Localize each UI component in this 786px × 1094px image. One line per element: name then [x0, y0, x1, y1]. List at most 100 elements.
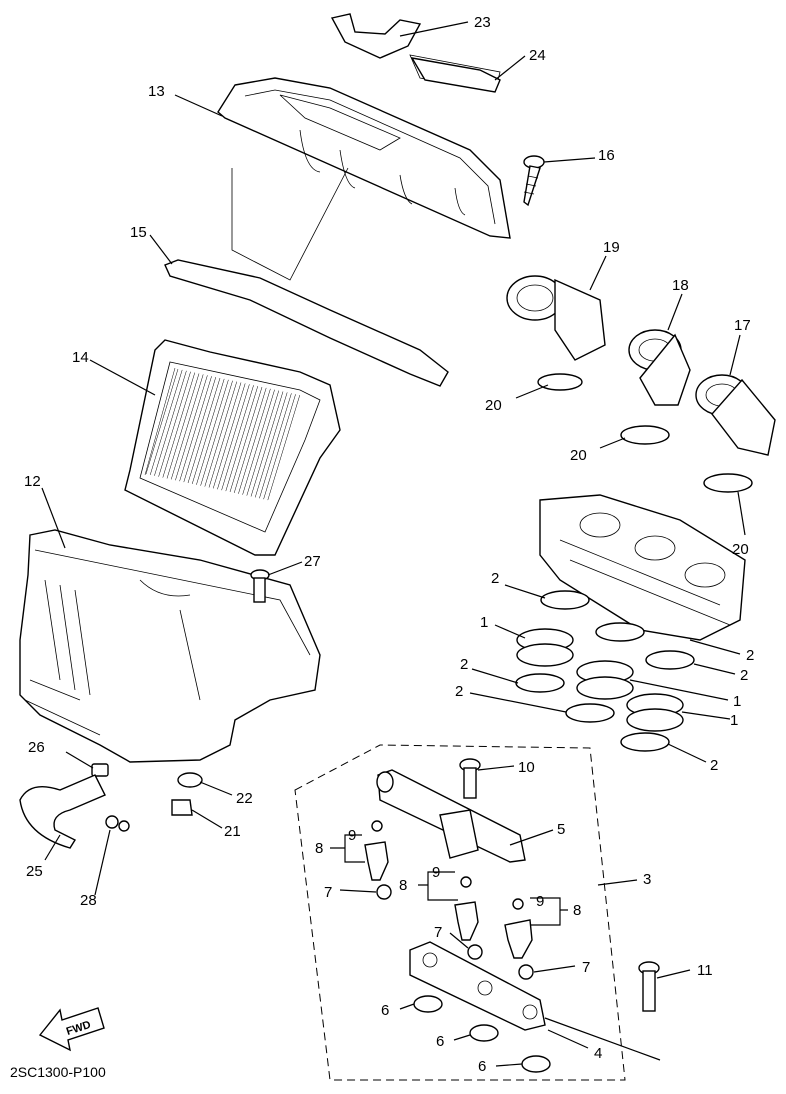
collar-21 [171, 799, 193, 816]
filter-pleat [149, 369, 183, 475]
joints-and-clamps [515, 590, 695, 752]
filter-pleat [259, 393, 292, 499]
filter-pleat [204, 381, 238, 487]
callout-4: 4 [594, 1045, 602, 1062]
fuel-rail-5 [376, 769, 526, 863]
filter-pleat [229, 386, 263, 493]
callout-25: 25 [26, 863, 43, 880]
filter-pleat [217, 384, 250, 490]
gasket-15 [164, 259, 449, 387]
screw-16 [523, 155, 545, 207]
filter-pleat [187, 377, 221, 484]
callout-3: 3 [643, 871, 651, 888]
throttle-body-assy [539, 494, 746, 641]
filter-pleat [233, 387, 267, 493]
callout-12: 12 [24, 473, 41, 490]
filter-pleat [208, 382, 242, 488]
callout-21: 21 [224, 823, 241, 840]
callout-13: 13 [148, 83, 165, 100]
callout-8c: 8 [573, 902, 581, 919]
callout-15: 15 [130, 224, 147, 241]
bolt-10 [459, 758, 481, 799]
filter-pleat [200, 380, 233, 486]
clamp-20a [537, 373, 583, 391]
callout-20b: 20 [570, 447, 587, 464]
filter-pleat [225, 386, 259, 492]
injector-holder-4 [409, 941, 546, 1031]
callout-23: 23 [474, 14, 491, 31]
callout-27: 27 [304, 553, 321, 570]
callout-6c: 6 [478, 1058, 486, 1075]
callout-2e: 2 [455, 683, 463, 700]
callout-1a: 1 [480, 614, 488, 631]
callout-28: 28 [80, 892, 97, 909]
callout-18: 18 [672, 277, 689, 294]
callout-7c: 7 [582, 959, 590, 976]
filter-pleat [154, 370, 187, 476]
callout-8b: 8 [399, 877, 407, 894]
callout-7a: 7 [324, 884, 332, 901]
callout-19: 19 [603, 239, 620, 256]
clamp-20b [620, 425, 670, 445]
bolt-27 [250, 569, 270, 603]
filter-pleat [175, 375, 208, 481]
funnel-19 [506, 275, 606, 361]
bracket-23 [330, 13, 422, 59]
filter-pleat [145, 368, 179, 475]
callout-17: 17 [734, 317, 751, 334]
callout-8a: 8 [315, 840, 323, 857]
filter-pleat [196, 379, 229, 485]
callout-7b: 7 [434, 924, 442, 941]
fwd-arrow: FWD [38, 1007, 105, 1052]
callout-2f: 2 [710, 757, 718, 774]
callout-1b: 1 [733, 693, 741, 710]
callout-10: 10 [518, 759, 535, 776]
callout-5: 5 [557, 821, 565, 838]
funnel-18 [628, 329, 691, 406]
seals-6 [413, 995, 551, 1073]
callout-2d: 2 [460, 656, 468, 673]
filter-pleat [166, 373, 200, 479]
filter-pleat [246, 390, 280, 496]
pad-24 [410, 57, 501, 93]
kit-boundary-3 [294, 744, 626, 1081]
filter-pleat [162, 372, 196, 478]
filter-pleat [263, 394, 296, 500]
airbox-cover [217, 54, 511, 281]
callout-9b: 9 [432, 864, 440, 881]
filter-pleat [212, 383, 246, 489]
callout-1c: 1 [730, 712, 738, 729]
filter-pleat [179, 376, 212, 482]
filter-pleat [170, 374, 204, 480]
catalog-code: 2SC1300-P100 [10, 1064, 106, 1080]
callout-20a: 20 [485, 397, 502, 414]
callout-14: 14 [72, 349, 89, 366]
callout-26: 26 [28, 739, 45, 756]
callout-9c: 9 [536, 893, 544, 910]
filter-pleat [221, 385, 254, 491]
bolt-11 [638, 961, 660, 1012]
clip-28 [105, 815, 130, 832]
airbox-lower-12 [19, 529, 321, 763]
filter-pleat [267, 395, 301, 501]
leader-lines [41, 21, 746, 1067]
o-rings-9-7 [371, 820, 534, 980]
air-filter-14 [124, 339, 341, 556]
callout-2c: 2 [740, 667, 748, 684]
callout-20c: 20 [732, 541, 749, 558]
callout-2a: 2 [491, 570, 499, 587]
filter-pleat [158, 371, 191, 477]
callout-6b: 6 [436, 1033, 444, 1050]
filter-pleat [238, 388, 271, 494]
clamp-20c [703, 473, 753, 493]
filter-pleat [242, 389, 275, 495]
callout-6a: 6 [381, 1002, 389, 1019]
funnel-17 [695, 374, 776, 456]
callout-24: 24 [529, 47, 546, 64]
callout-9a: 9 [348, 827, 356, 844]
callout-22: 22 [236, 790, 253, 807]
hose-25 [19, 774, 106, 849]
callout-2b: 2 [746, 647, 754, 664]
callout-11: 11 [697, 962, 713, 979]
